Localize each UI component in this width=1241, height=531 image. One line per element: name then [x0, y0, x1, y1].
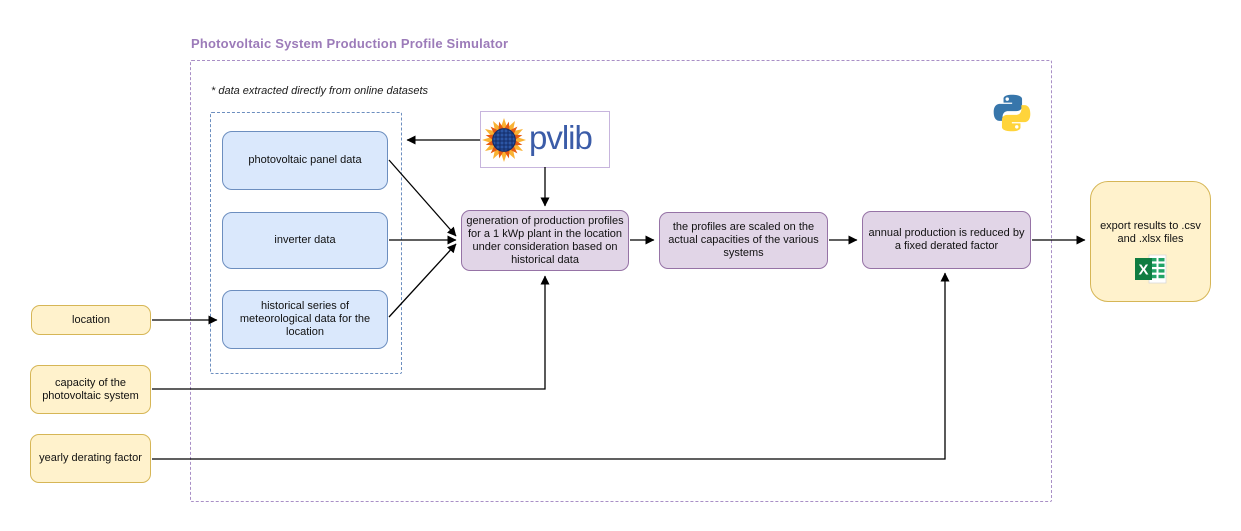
excel-icon: X — [1134, 254, 1166, 284]
node-photovoltaic-panel-data: photovoltaic panel data — [222, 131, 388, 190]
data-source-note: * data extracted directly from online da… — [211, 85, 429, 97]
svg-text:X: X — [1138, 262, 1148, 279]
node-derating: annual production is reduced by a fixed … — [862, 211, 1031, 269]
node-label: the profiles are scaled on the actual ca… — [668, 221, 819, 259]
input-capacity: capacity of the photovoltaic system — [30, 365, 151, 414]
node-label: export results to .csv and .xlsx files — [1100, 220, 1201, 245]
node-generation-profiles: generation of production profiles for a … — [461, 210, 629, 271]
sun-icon — [482, 117, 526, 162]
node-export-results: export results to .csv and .xlsx files X — [1090, 181, 1211, 302]
node-label: capacity of the photovoltaic system — [42, 376, 139, 402]
node-label: yearly derating factor — [39, 452, 142, 464]
page-title: Photovoltaic System Production Profile S… — [191, 36, 509, 51]
input-location: location — [31, 305, 151, 335]
node-meteorological-data: historical series of meteorological data… — [222, 290, 388, 349]
node-label: annual production is reduced by a fixed … — [868, 227, 1025, 252]
node-label: inverter data — [274, 234, 336, 246]
node-label: location — [72, 313, 110, 326]
node-label: historical series of meteorological data… — [239, 300, 371, 338]
node-label: generation of production profiles for a … — [466, 214, 624, 266]
input-derating-factor: yearly derating factor — [30, 434, 151, 483]
node-profile-scaling: the profiles are scaled on the actual ca… — [659, 212, 828, 269]
python-logo-icon — [993, 94, 1031, 132]
node-inverter-data: inverter data — [222, 212, 388, 269]
pvlib-wordmark: pvlib — [529, 119, 593, 156]
pvlib-logo: pvlib — [480, 111, 610, 168]
node-label: photovoltaic panel data — [248, 154, 362, 166]
